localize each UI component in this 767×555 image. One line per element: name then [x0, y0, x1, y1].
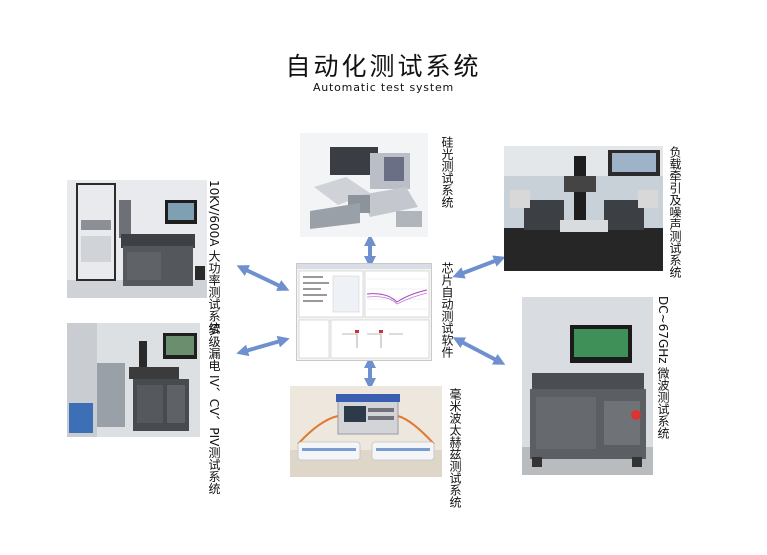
arrow-load-pull [452, 255, 506, 279]
software-screenshot [296, 263, 432, 361]
high-power-photo [67, 180, 207, 298]
microwave-photo [522, 297, 653, 475]
high-power-label-line1: 10KV/600A [207, 180, 221, 247]
terahertz-label: 毫米波太赫兹测试系统 [448, 388, 462, 508]
arrow-high-power [236, 265, 290, 291]
photonics-photo [300, 133, 428, 237]
terahertz-photo [290, 386, 442, 477]
photonics-label: 硅光测试系统 [440, 136, 454, 208]
microwave-label-line2: 微波测试系统 [656, 367, 670, 440]
leakage-label-line2: IV、CV、PIV测试系统 [207, 375, 221, 495]
load-pull-photo [504, 146, 663, 271]
page-subtitle: Automatic test system [312, 81, 455, 94]
page-title: 自动化测试系统 [285, 52, 482, 81]
high-power-label: 10KV/600A 大功率测试系统 [207, 180, 221, 334]
arrow-leakage [236, 335, 290, 357]
microwave-label: DC~67GHz 微波测试系统 [656, 296, 670, 439]
leakage-label-line1: fA级漏电 [207, 323, 221, 372]
leakage-label: fA级漏电 IV、CV、PIV测试系统 [207, 323, 221, 495]
load-pull-label: 负载牵引及噪声测试系统 [668, 146, 682, 278]
center-label: 芯片自动测试软件 [440, 262, 454, 358]
leakage-photo [67, 323, 200, 437]
arrow-microwave [452, 337, 506, 365]
high-power-label-line2: 大功率测试系统 [207, 250, 221, 335]
microwave-label-line1: DC~67GHz [656, 296, 670, 364]
